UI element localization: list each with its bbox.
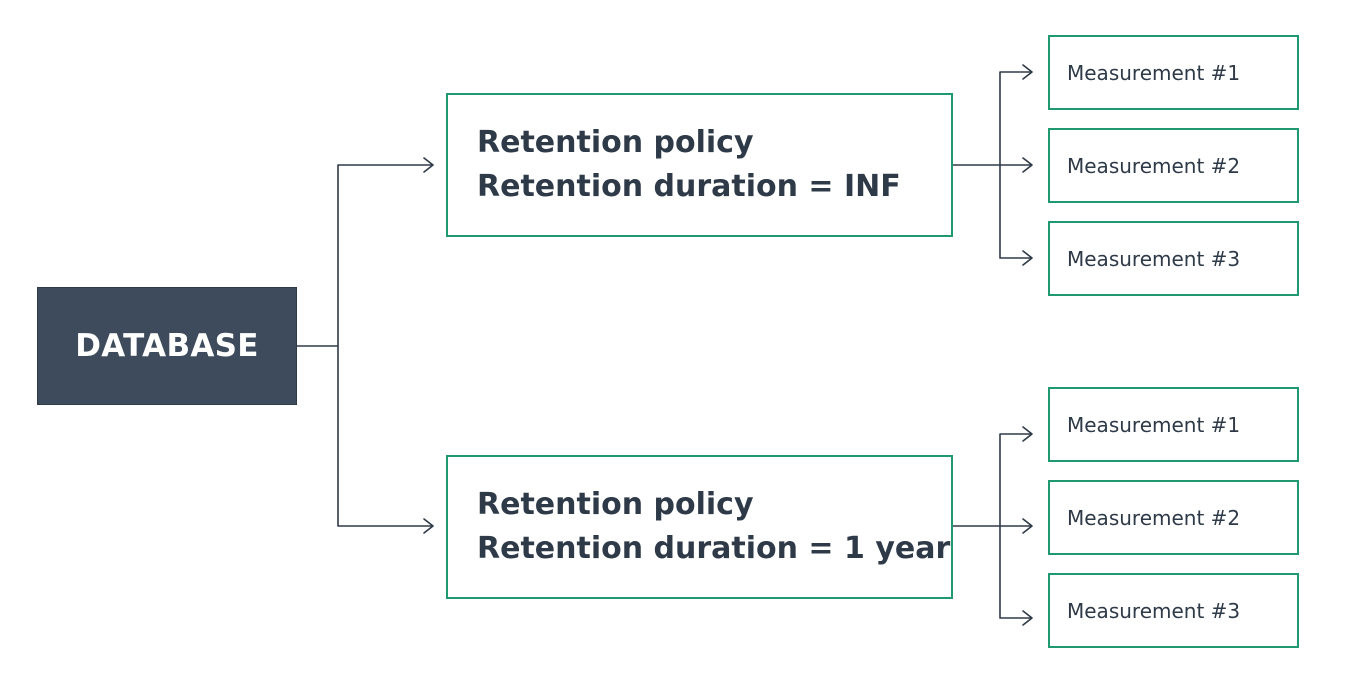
measurement-label: Measurement #2 xyxy=(1067,153,1241,178)
measurement-label: Measurement #2 xyxy=(1067,505,1241,530)
arrowhead-p1-m3 xyxy=(1022,250,1033,266)
database-to-policies-connector xyxy=(296,164,433,527)
retention-policy-node-1-year: Retention policy Retention duration = 1 … xyxy=(446,455,953,599)
measurement-node: Measurement #3 xyxy=(1048,221,1299,296)
measurement-label: Measurement #1 xyxy=(1067,60,1241,85)
policy-1-to-measurements-connector xyxy=(952,71,1032,259)
policy-duration: Retention duration = 1 year xyxy=(477,531,951,566)
retention-policy-node-inf: Retention policy Retention duration = IN… xyxy=(446,93,953,237)
database-label: DATABASE xyxy=(75,328,259,364)
measurement-node: Measurement #1 xyxy=(1048,35,1299,110)
arrowhead-p1-m2 xyxy=(1022,157,1033,173)
arrowhead-policy-2 xyxy=(423,518,434,534)
arrowhead-p2-m1 xyxy=(1022,426,1033,442)
policy-title: Retention policy xyxy=(477,487,754,522)
policy-duration: Retention duration = INF xyxy=(477,169,901,204)
measurement-label: Measurement #3 xyxy=(1067,246,1241,271)
arrowhead-p1-m1 xyxy=(1022,64,1033,80)
measurement-node: Measurement #2 xyxy=(1048,480,1299,555)
measurement-node: Measurement #1 xyxy=(1048,387,1299,462)
measurement-label: Measurement #3 xyxy=(1067,598,1241,623)
measurement-node: Measurement #3 xyxy=(1048,573,1299,648)
policy-2-to-measurements-connector xyxy=(952,433,1032,619)
arrowhead-p2-m2 xyxy=(1022,518,1033,534)
arrowhead-policy-1 xyxy=(423,157,434,173)
measurement-label: Measurement #1 xyxy=(1067,412,1241,437)
measurement-node: Measurement #2 xyxy=(1048,128,1299,203)
policy-title: Retention policy xyxy=(477,125,754,160)
database-node: DATABASE xyxy=(37,287,297,405)
arrowhead-p2-m3 xyxy=(1022,610,1033,626)
